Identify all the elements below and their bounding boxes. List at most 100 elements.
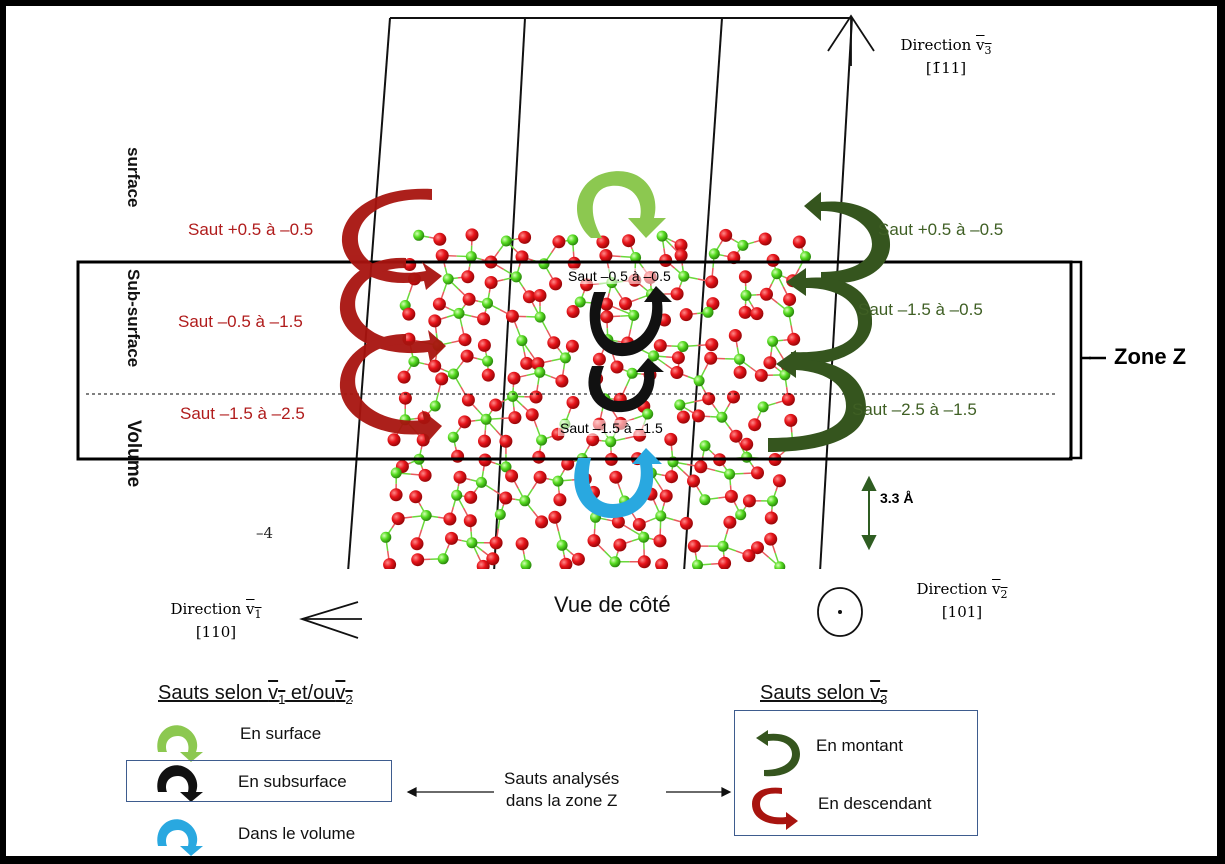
metal-atom (626, 367, 638, 379)
oxygen-atom (547, 336, 561, 350)
legend-up-icon (756, 730, 800, 777)
metal-atom (699, 440, 711, 452)
oxygen-atom (461, 270, 475, 284)
oxygen-atom (428, 359, 442, 373)
legend-up-label: En montant (816, 736, 903, 755)
volume-jump-arrow-icon (574, 448, 662, 518)
oxygen-atom (764, 511, 778, 525)
metal-atom (453, 307, 465, 319)
oxygen-atom (687, 539, 701, 553)
oxygen-atom (409, 490, 423, 504)
oxygen-atom (691, 409, 705, 423)
metal-atom (783, 306, 795, 318)
oxygen-atom (532, 450, 546, 464)
oxygen-atom (520, 356, 534, 370)
oxygen-atom (561, 457, 575, 471)
metal-atom (734, 353, 745, 365)
metal-atom (638, 531, 650, 543)
oxygen-atom (586, 433, 600, 447)
metal-atom (507, 390, 519, 402)
metal-atom (380, 531, 392, 543)
oxygen-atom (787, 332, 801, 346)
legend-subsurface-label: En subsurface (238, 772, 347, 791)
oxygen-atom (783, 293, 797, 306)
legend-surface-icon (157, 725, 203, 762)
metal-atom (767, 335, 779, 347)
jump-right-2-label: Saut –1.5 à –0.5 (858, 300, 983, 319)
oxygen-atom (705, 338, 719, 352)
metal-atom (574, 296, 586, 308)
oxygen-atom (740, 437, 754, 451)
oxygen-atom (505, 469, 519, 483)
jump-left-3-label: Saut –1.5 à –2.5 (180, 404, 305, 423)
oxygen-atom (704, 351, 718, 365)
metal-atom (656, 230, 668, 242)
metal-atom (757, 401, 769, 413)
metal-atom (480, 413, 492, 425)
oxygen-atom (729, 429, 743, 443)
oxygen-atom (622, 234, 636, 248)
metal-atom (475, 476, 487, 488)
layer-volume-label: Volume (123, 420, 144, 488)
oxygen-atom (687, 474, 700, 488)
direction-v3-miller: [1̄11] (925, 59, 967, 77)
oxygen-atom (445, 531, 458, 545)
oxygen-atom (402, 307, 416, 321)
metal-atom (494, 509, 506, 520)
oxygen-atom (481, 368, 495, 382)
direction-v2-label: Direction v2 [101] (902, 580, 1022, 621)
oxygen-atom (571, 552, 585, 566)
oxygen-atom (458, 415, 472, 429)
jump-left-2-label: Saut –0.5 à –1.5 (178, 312, 303, 331)
oxygen-atom (742, 549, 756, 563)
oxygen-atom (458, 333, 472, 347)
metal-atom (605, 436, 617, 448)
oxygen-atom (738, 305, 752, 319)
oxygen-atom (653, 534, 667, 548)
metal-atom (735, 509, 747, 521)
oxygen-atom (432, 297, 446, 311)
diagram-canvas (76, 14, 1106, 856)
analyzed-line2: dans la zone Z (505, 791, 618, 810)
metal-atom (482, 355, 494, 367)
red-jump-arrow-icon (339, 334, 442, 444)
oxygen-atom (478, 434, 491, 448)
oxygen-atom (548, 510, 562, 524)
metal-atom (500, 235, 512, 247)
oxygen-atom (566, 396, 580, 409)
oxygen-atom (653, 339, 667, 353)
metal-atom (609, 556, 621, 568)
layer-surface-label: surface (124, 147, 143, 208)
metal-atom (717, 540, 729, 552)
oxygen-atom (435, 249, 449, 262)
cell-line (347, 17, 391, 573)
oxygen-atom (596, 235, 610, 249)
metal-atom (630, 252, 642, 263)
metal-atom (552, 475, 564, 487)
metal-atom (442, 273, 454, 285)
metal-atom (519, 495, 531, 507)
oxygen-atom (553, 493, 567, 507)
oxygen-atom (718, 556, 732, 570)
metal-atom (702, 306, 714, 318)
oxygen-atom (637, 555, 651, 569)
jump-left-1-label: Saut +0.5 à –0.5 (188, 220, 314, 239)
analyzed-label: Sauts analysés dans la zone Z (504, 768, 619, 812)
oxygen-atom (670, 287, 684, 301)
oxygen-atom (443, 512, 457, 526)
oxygen-atom (461, 393, 475, 407)
surface-jump-arrow-icon (577, 171, 666, 238)
oxygen-atom (566, 305, 580, 318)
oxygen-atom (766, 253, 780, 267)
oxygen-atom (751, 466, 764, 480)
oxygen-atom (555, 374, 569, 388)
metal-atom (510, 271, 522, 283)
oxygen-atom (694, 460, 708, 474)
legend-v3-vector: v3 (870, 682, 888, 707)
legend-v2-vector: v2 (335, 682, 353, 707)
oxygen-atom (706, 297, 720, 311)
metal-atom (429, 400, 441, 412)
cell-line (819, 17, 853, 573)
oxygen-atom (728, 329, 742, 342)
metal-atom (520, 559, 532, 571)
